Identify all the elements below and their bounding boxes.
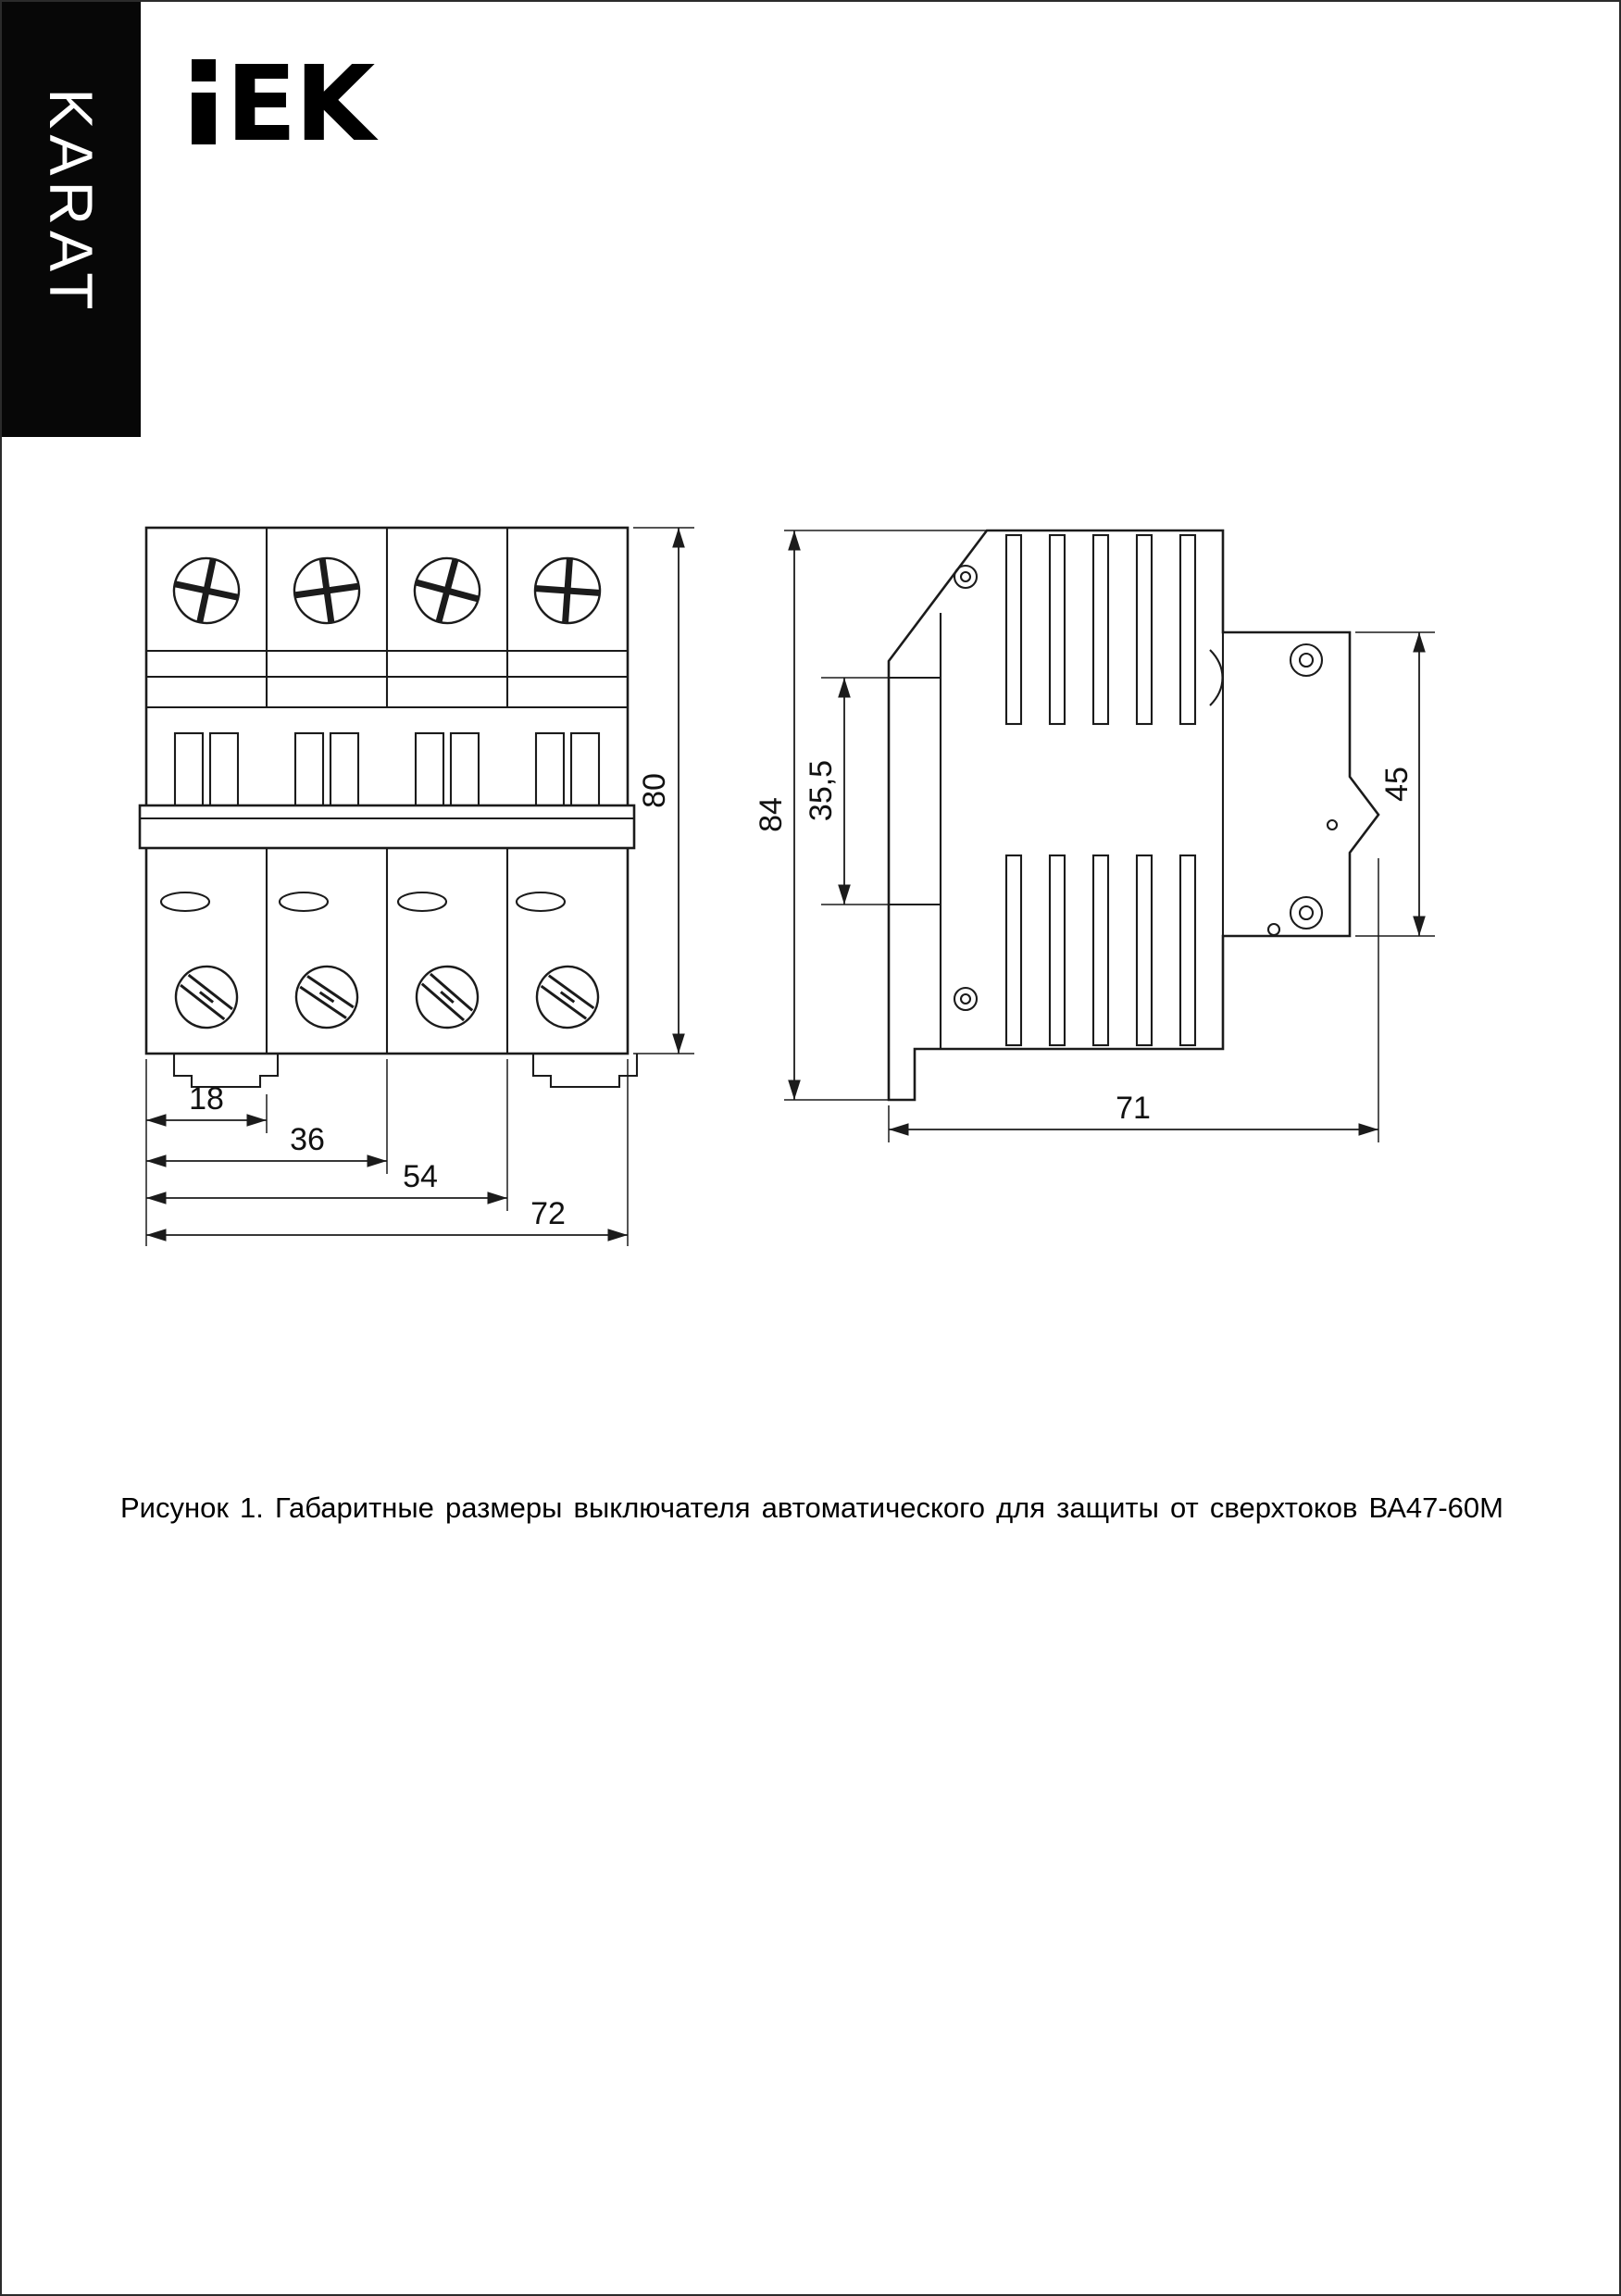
dim-depth: 71: [1116, 1091, 1151, 1126]
dim-side-height: 84: [754, 797, 789, 832]
side-view: 84 35,5 45 71: [754, 529, 1435, 1142]
logo-ek-text: EK: [226, 44, 375, 165]
logo-i-glyph: [192, 59, 216, 144]
dim-flange-height: 45: [1379, 767, 1415, 802]
flange-slot: [1209, 649, 1224, 706]
karat-side-banner: KARAT: [2, 2, 141, 437]
iek-logo: EK: [192, 44, 375, 165]
logo-i-dot: [192, 59, 216, 81]
front-view: 80 18 36 54 72: [138, 526, 694, 1246]
dim-din-opening: 35,5: [804, 760, 839, 821]
din-clip-right: [531, 1052, 639, 1089]
dim-width-total: 72: [530, 1196, 566, 1231]
vent-ribs-top: [1004, 533, 1197, 726]
dim-width-2p: 36: [290, 1122, 325, 1157]
handle-crossbar: [138, 804, 636, 850]
dim-width-3p: 54: [403, 1159, 438, 1194]
figure-caption: Рисунок 1. Габаритные размеры выключател…: [120, 1491, 1503, 1524]
dim-front-height: 80: [637, 773, 672, 808]
logo-i-stem: [192, 93, 216, 144]
side-screw-icon: [953, 564, 1339, 1012]
vent-ribs-bottom: [1004, 854, 1197, 1047]
dim-pole-width: 18: [189, 1081, 224, 1117]
